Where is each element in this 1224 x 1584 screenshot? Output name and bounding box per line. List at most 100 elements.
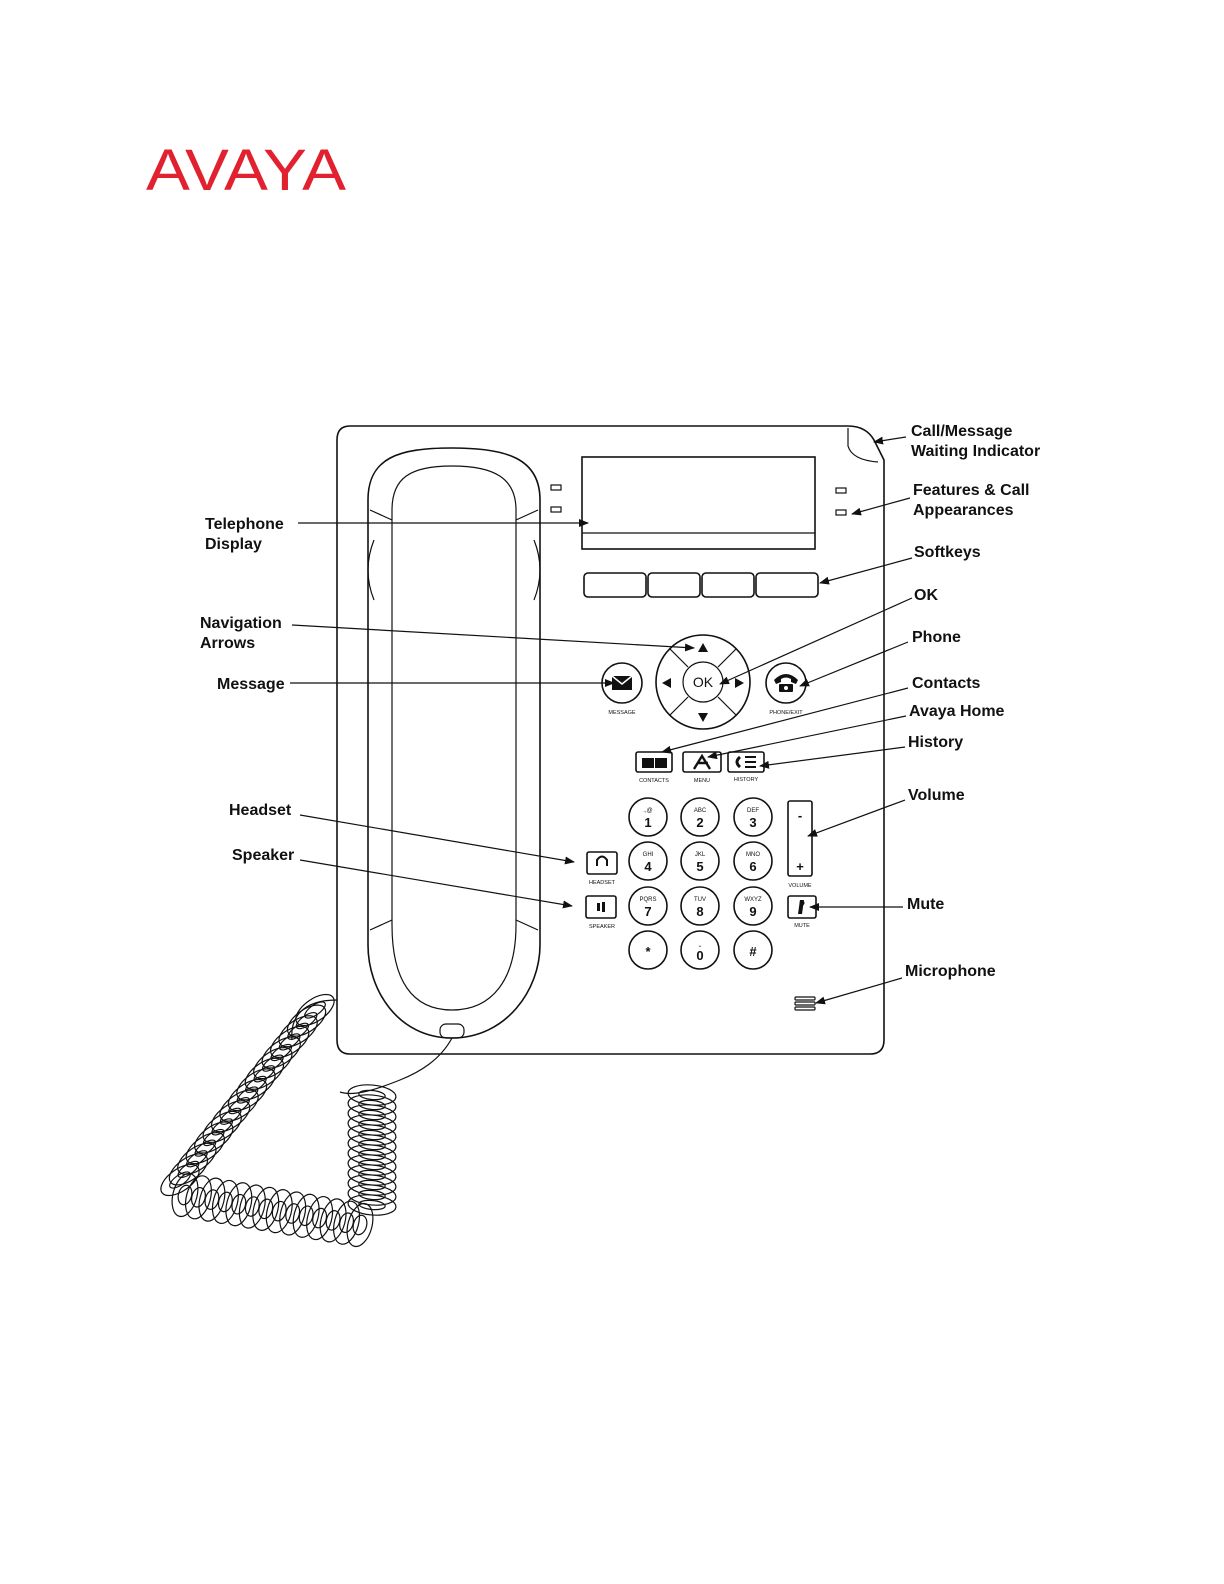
- keypad-key-number: #: [749, 944, 757, 959]
- keypad-key-letters: DEF: [747, 808, 759, 814]
- feature-led-right-1: [835, 487, 847, 494]
- keypad-key-number: 5: [696, 859, 703, 874]
- keypad-key-number: 8: [696, 904, 703, 919]
- telephone-display: [581, 456, 816, 550]
- callout-softkeys: Softkeys: [914, 544, 981, 561]
- phone-body: [336, 425, 885, 1055]
- callout-speaker: Speaker: [232, 847, 294, 864]
- headset-button-label: HEADSET: [589, 880, 616, 886]
- avaya-logo-text: AVAYA: [146, 138, 346, 203]
- keypad-key[interactable]: *: [628, 930, 668, 970]
- callout-history: History: [908, 734, 963, 751]
- avaya-logo: AVAYA: [146, 138, 346, 203]
- softkey-3[interactable]: [701, 572, 755, 598]
- callout-headset: Headset: [229, 802, 292, 819]
- callout-lines: [290, 436, 913, 1005]
- feature-led-left-1: [550, 484, 562, 491]
- contacts-button[interactable]: CONTACTS: [635, 751, 673, 784]
- callout-labels: Call/Message Waiting Indicator Features …: [200, 423, 1040, 980]
- microphone-grille: [794, 996, 816, 1011]
- handset-cord: [160, 993, 453, 1248]
- speaker-button-label: SPEAKER: [589, 924, 615, 930]
- keypad-key-letters: ˽: [699, 941, 702, 947]
- volume-plus-label: +: [796, 859, 804, 874]
- history-button[interactable]: HISTORY: [727, 751, 765, 783]
- callout-call-message-line1: Call/Message: [911, 423, 1012, 440]
- ok-button-label: OK: [693, 674, 714, 690]
- keypad-key-letters: MNO: [746, 852, 760, 858]
- keypad-key-number: 6: [749, 859, 756, 874]
- phone-exit-button-label: PHONE/EXIT: [769, 710, 803, 716]
- callout-microphone: Microphone: [905, 963, 996, 980]
- keypad-key-number: 9: [749, 904, 756, 919]
- navigation-cluster: OK: [655, 634, 751, 730]
- message-button[interactable]: MESSAGE: [601, 662, 643, 716]
- keypad-key-number: 7: [644, 904, 651, 919]
- callout-avaya-home: Avaya Home: [909, 703, 1005, 720]
- nav-down-arrow-icon[interactable]: [698, 713, 708, 722]
- history-button-label: HISTORY: [734, 777, 759, 783]
- callout-ok: OK: [914, 587, 938, 604]
- keypad-key-letters: .,@: [643, 808, 652, 814]
- mute-button-label: MUTE: [794, 923, 810, 929]
- keypad-key-letters: GHI: [643, 852, 654, 858]
- keypad: .,@1ABC2DEF3GHI4JKL5MNO6PQRS7TUV8WXYZ9*˽…: [628, 797, 773, 970]
- feature-led-left-2: [550, 506, 562, 513]
- phone-exit-button[interactable]: PHONE/EXIT: [765, 662, 807, 716]
- callout-call-message-line2: Waiting Indicator: [911, 443, 1040, 460]
- nav-right-arrow-icon[interactable]: [735, 678, 744, 688]
- contacts-button-label: CONTACTS: [639, 778, 669, 784]
- callout-navigation-line2: Arrows: [200, 635, 255, 652]
- feature-led-right-2: [835, 509, 847, 516]
- mute-button[interactable]: MUTE: [787, 895, 817, 929]
- avaya-menu-button[interactable]: MENU: [682, 751, 722, 784]
- keypad-key-number: *: [645, 944, 651, 959]
- keypad-key[interactable]: ˽0: [680, 930, 720, 970]
- callout-telephone-display-line1: Telephone: [205, 516, 284, 533]
- nav-left-arrow-icon[interactable]: [662, 678, 671, 688]
- softkey-1[interactable]: [583, 572, 647, 598]
- keypad-key[interactable]: .,@1: [628, 797, 668, 837]
- callout-features-line2: Appearances: [913, 502, 1014, 519]
- speaker-button[interactable]: SPEAKER: [585, 895, 617, 930]
- keypad-key-number: 4: [644, 859, 652, 874]
- volume-rocker[interactable]: - + VOLUME: [787, 800, 813, 889]
- callout-mute: Mute: [907, 896, 944, 913]
- volume-minus-label: -: [798, 808, 802, 823]
- softkey-2[interactable]: [647, 572, 701, 598]
- headset-button[interactable]: HEADSET: [586, 851, 618, 886]
- volume-button-label: VOLUME: [788, 883, 812, 889]
- keypad-key-letters: JKL: [695, 852, 706, 858]
- keypad-key-letters: PQRS: [639, 897, 656, 903]
- keypad-key-number: 3: [749, 815, 756, 830]
- callout-contacts: Contacts: [912, 675, 981, 692]
- keypad-key-letters: WXYZ: [744, 897, 762, 903]
- nav-up-arrow-icon[interactable]: [698, 643, 708, 652]
- callout-features-line1: Features & Call: [913, 482, 1029, 499]
- keypad-key-letters: ABC: [694, 808, 707, 814]
- callout-message: Message: [217, 676, 285, 693]
- keypad-key-number: 1: [644, 815, 651, 830]
- callout-navigation-line1: Navigation: [200, 615, 282, 632]
- callout-volume: Volume: [908, 787, 965, 804]
- softkey-4[interactable]: [755, 572, 819, 598]
- message-button-label: MESSAGE: [608, 710, 636, 716]
- keypad-key[interactable]: #: [733, 930, 773, 970]
- keypad-key-number: 2: [696, 815, 703, 830]
- handset: [367, 447, 541, 1039]
- callout-telephone-display-line2: Display: [205, 536, 262, 553]
- menu-button-label: MENU: [694, 778, 710, 784]
- keypad-key-number: 0: [696, 948, 703, 963]
- callout-phone: Phone: [912, 629, 961, 646]
- keypad-key-letters: TUV: [694, 897, 706, 903]
